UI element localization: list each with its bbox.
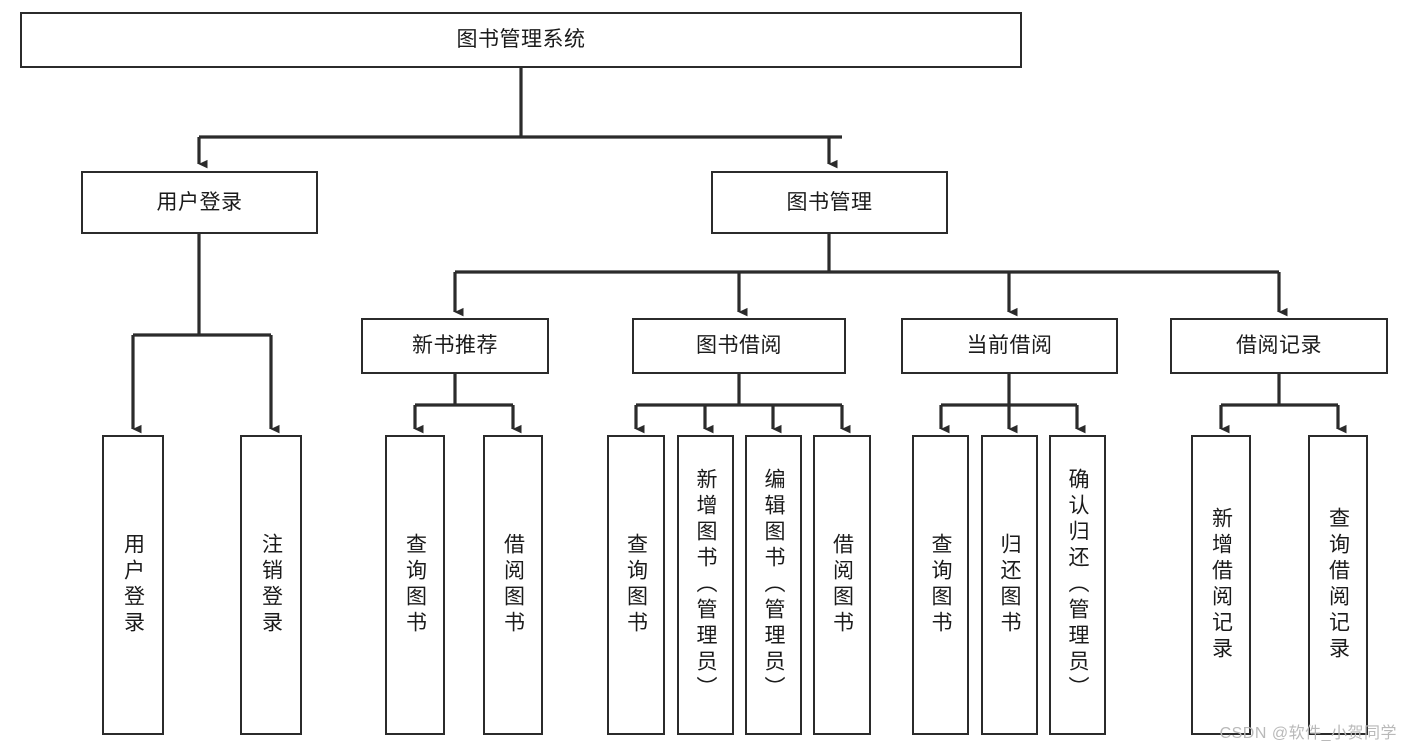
- node-leaf-borrow-book-2-label: 借阅图书: [830, 533, 854, 637]
- node-book-management[interactable]: 图书管理: [711, 171, 948, 234]
- node-leaf-query-book-3-label: 查询图书: [929, 533, 952, 637]
- node-root-label: 图书管理系统: [456, 28, 586, 52]
- node-leaf-add-borrow-record[interactable]: 新增借阅记录: [1191, 435, 1251, 735]
- node-leaf-query-book-1-label: 查询图书: [403, 533, 427, 637]
- node-leaf-logout-login[interactable]: 注销登录: [240, 435, 302, 735]
- node-current-borrow-label: 当前借阅: [966, 334, 1053, 358]
- node-leaf-user-login-label: 用户登录: [121, 533, 145, 637]
- node-leaf-edit-book-admin-label: 编辑图书（管理员）: [762, 468, 785, 702]
- node-leaf-borrow-book-2[interactable]: 借阅图书: [813, 435, 871, 735]
- node-user-login-label: 用户登录: [156, 190, 243, 214]
- node-leaf-user-login[interactable]: 用户登录: [102, 435, 164, 735]
- node-user-login[interactable]: 用户登录: [81, 171, 318, 234]
- node-leaf-logout-login-label: 注销登录: [259, 533, 283, 637]
- node-book-borrow[interactable]: 图书借阅: [632, 318, 846, 374]
- node-book-borrow-label: 图书借阅: [696, 334, 782, 358]
- node-leaf-return-book[interactable]: 归还图书: [981, 435, 1038, 735]
- node-leaf-query-book-3[interactable]: 查询图书: [912, 435, 969, 735]
- node-borrow-record-label: 借阅记录: [1236, 334, 1322, 358]
- node-current-borrow[interactable]: 当前借阅: [901, 318, 1118, 374]
- node-leaf-query-borrow-record-label: 查询借阅记录: [1326, 507, 1350, 663]
- node-root[interactable]: 图书管理系统: [20, 12, 1022, 68]
- node-leaf-confirm-return-admin-label: 确认归还（管理员）: [1066, 468, 1089, 702]
- node-leaf-borrow-book-1-label: 借阅图书: [501, 533, 525, 637]
- node-leaf-edit-book-admin[interactable]: 编辑图书（管理员）: [745, 435, 802, 735]
- node-book-management-label: 图书管理: [786, 190, 873, 214]
- node-leaf-add-borrow-record-label: 新增借阅记录: [1209, 507, 1233, 663]
- node-leaf-add-book-admin[interactable]: 新增图书（管理员）: [677, 435, 734, 735]
- node-leaf-confirm-return-admin[interactable]: 确认归还（管理员）: [1049, 435, 1106, 735]
- node-new-book-recommend-label: 新书推荐: [412, 334, 498, 358]
- node-borrow-record[interactable]: 借阅记录: [1170, 318, 1388, 374]
- node-leaf-query-book-2-label: 查询图书: [624, 533, 648, 637]
- node-leaf-query-borrow-record[interactable]: 查询借阅记录: [1308, 435, 1368, 735]
- node-leaf-borrow-book-1[interactable]: 借阅图书: [483, 435, 543, 735]
- node-new-book-recommend[interactable]: 新书推荐: [361, 318, 549, 374]
- node-leaf-return-book-label: 归还图书: [998, 533, 1021, 637]
- node-leaf-query-book-2[interactable]: 查询图书: [607, 435, 665, 735]
- node-leaf-add-book-admin-label: 新增图书（管理员）: [694, 468, 717, 702]
- node-leaf-query-book-1[interactable]: 查询图书: [385, 435, 445, 735]
